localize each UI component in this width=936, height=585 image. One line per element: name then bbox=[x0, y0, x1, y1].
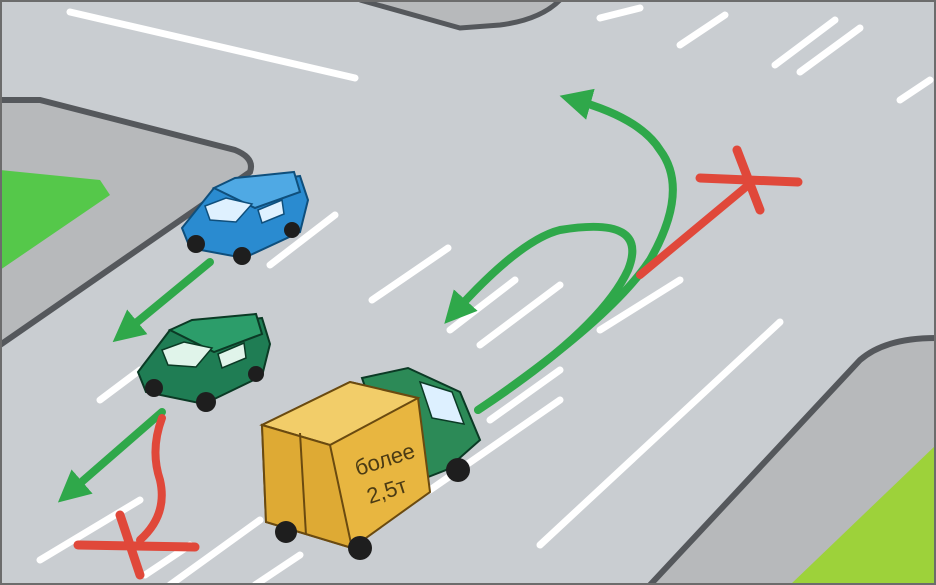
intersection-scene: более 2,5т bbox=[0, 0, 936, 585]
road-illustration: более 2,5т bbox=[0, 0, 936, 585]
